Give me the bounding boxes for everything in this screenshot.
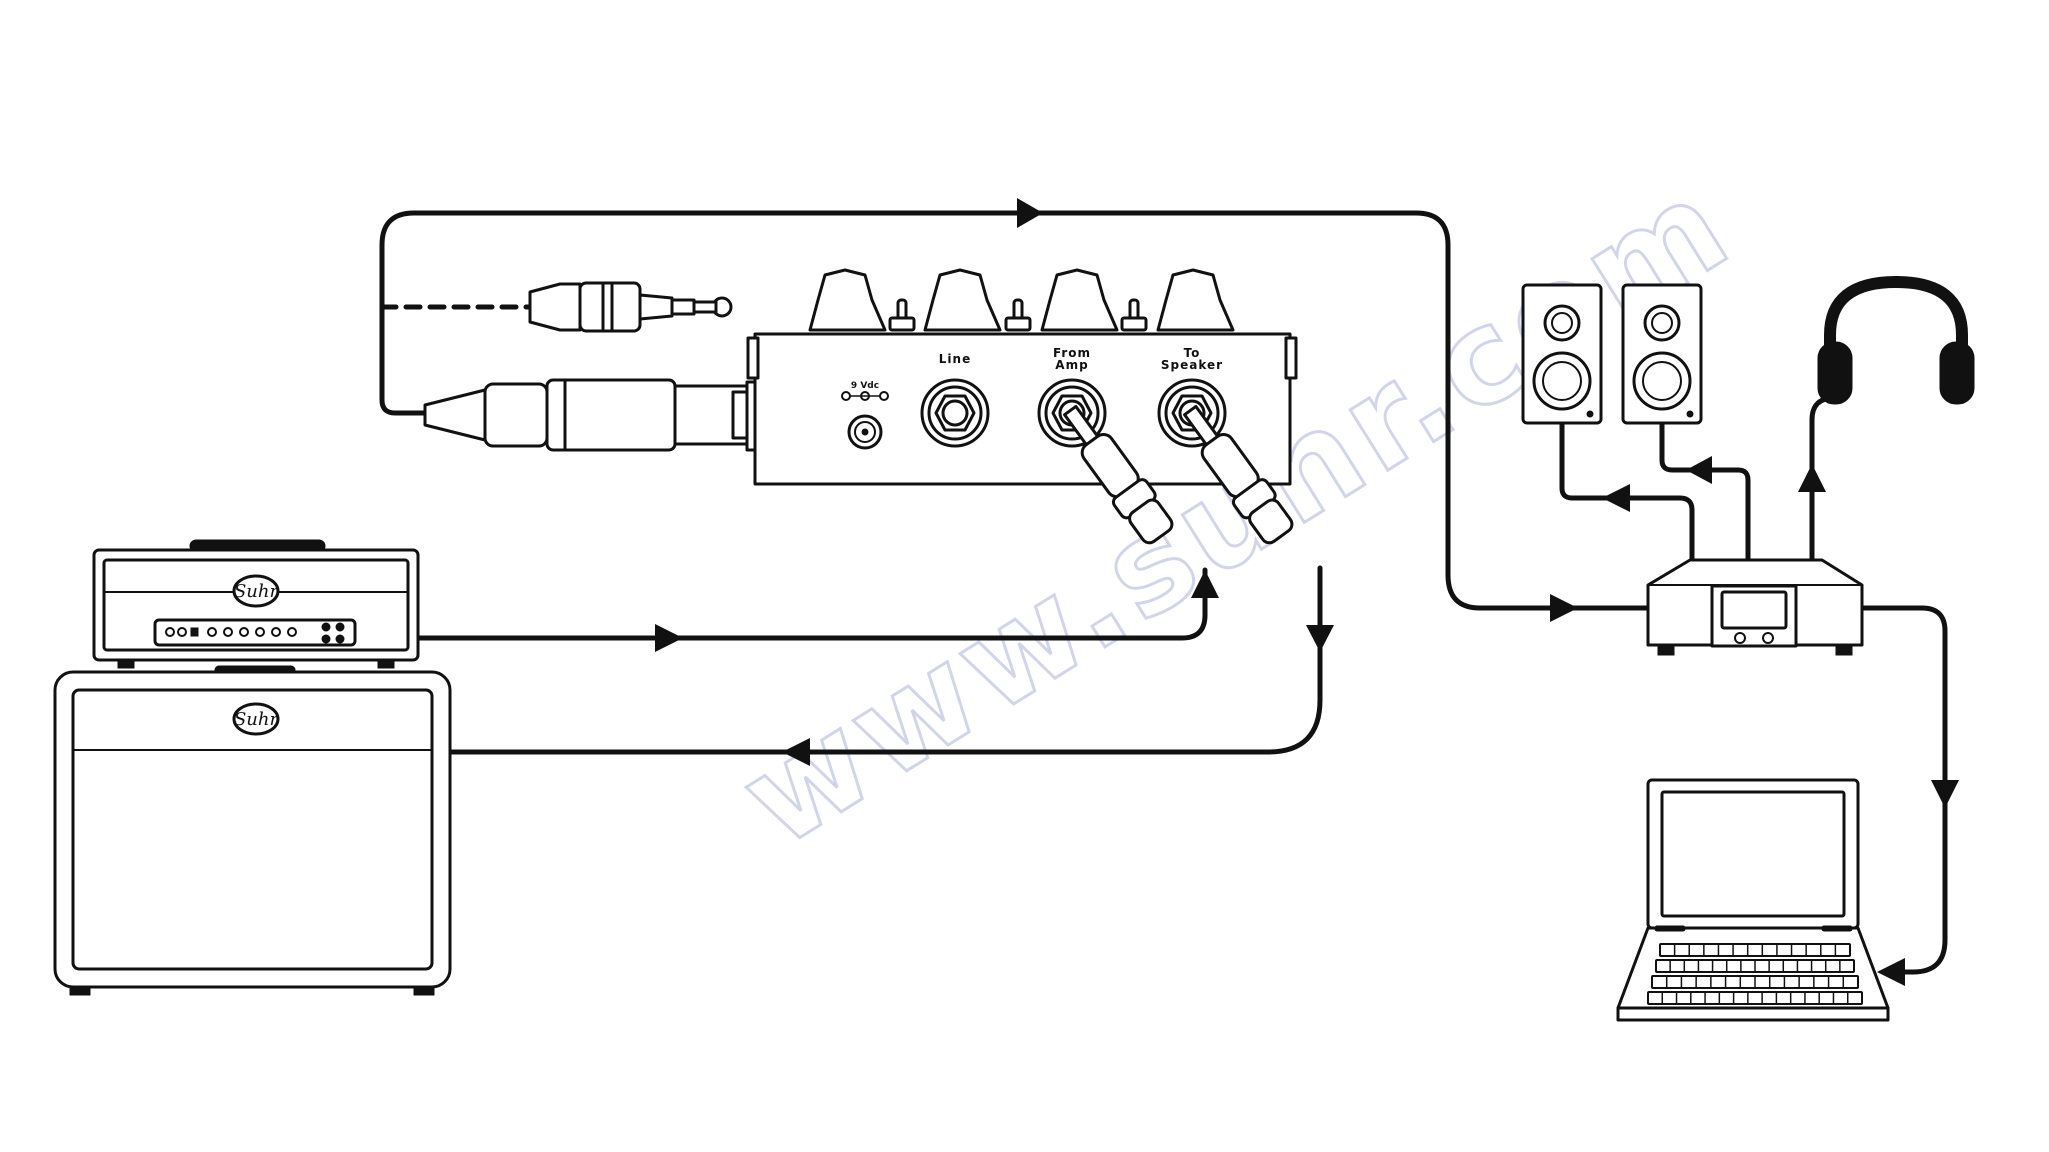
amp-head-logo-icon: Suhr	[234, 576, 280, 606]
cable-to-monitor-right	[1662, 418, 1748, 560]
guitar-amp-head: Suhr	[94, 540, 418, 668]
audio-interface	[1648, 560, 1862, 655]
headphones	[1818, 282, 1974, 404]
laptop	[1618, 780, 1888, 1020]
speaker-cabinet: Suhr	[55, 666, 450, 995]
dc-label: 9 Vdc	[851, 381, 879, 391]
arrow-head-right	[655, 624, 683, 652]
arrow-to-audio-interface	[1550, 594, 1578, 622]
loose-jack-plug-icon	[530, 283, 731, 331]
arrow-down-to-speaker	[1306, 625, 1334, 652]
arrow-left-monitor-r	[1686, 456, 1712, 484]
cabinet-logo-icon: Suhr	[234, 704, 280, 734]
cabinet-logo: Suhr	[234, 709, 280, 730]
cable-to-laptop	[1862, 608, 1945, 972]
arrow-down-laptop	[1931, 780, 1959, 808]
studio-monitor-right	[1623, 285, 1701, 423]
laptop-screen	[1662, 792, 1844, 916]
arrow-up-headphones	[1798, 464, 1826, 492]
to-speaker-label-line2: Speaker	[1161, 358, 1223, 372]
watermark: www.suhr.com	[716, 147, 1757, 876]
line-jack-icon	[922, 380, 988, 446]
arrow-left-laptop	[1877, 958, 1905, 986]
arrow-left-monitor-l	[1602, 484, 1630, 512]
line-jack-plug-icon	[425, 380, 757, 450]
amp-head-logo: Suhr	[234, 581, 280, 602]
from-amp-label-line2: Amp	[1055, 358, 1088, 372]
display-screen	[1722, 592, 1786, 628]
arrow-top-right	[1017, 198, 1043, 228]
studio-monitor-left	[1523, 285, 1601, 423]
line-jack-label: Line	[939, 352, 971, 366]
